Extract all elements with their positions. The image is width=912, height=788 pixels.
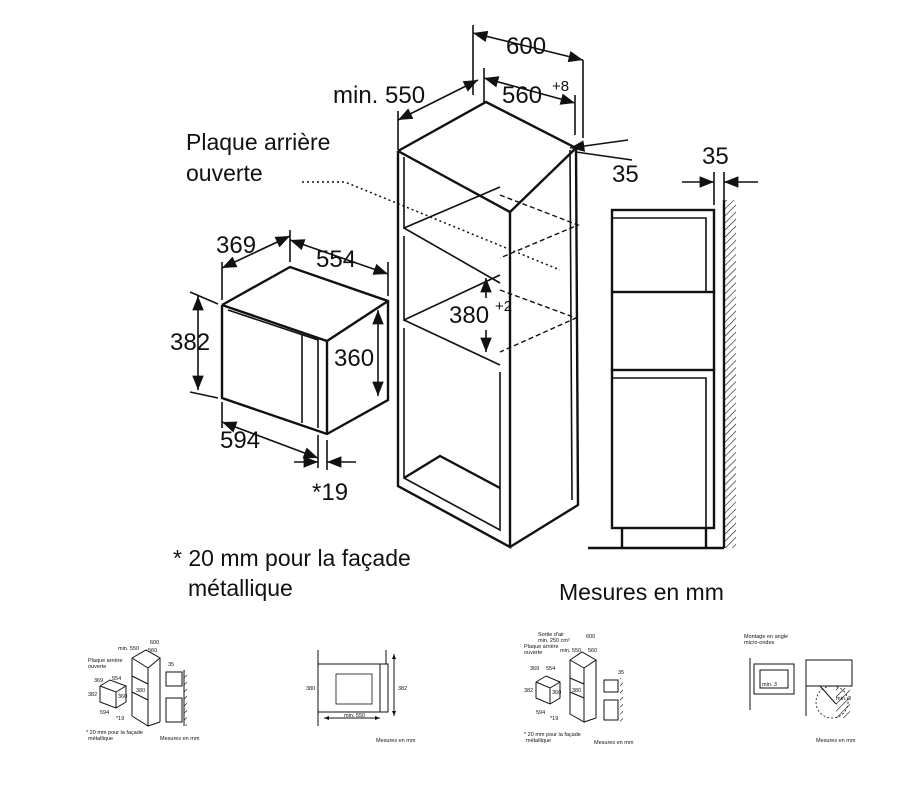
thumb3-600: 600 (586, 634, 595, 640)
thumb4-microondes: micro-ondes (744, 640, 775, 646)
cabinet-side-inner (569, 149, 573, 501)
side-upper-cabinet (610, 208, 716, 294)
dim-560-label: 560 (502, 82, 542, 109)
dim-19: *19 (294, 440, 356, 506)
thumbnail-2: 380 382 min. 550 Mesures en mm (306, 650, 416, 744)
thumb4-min3b: min. 3 (836, 696, 851, 702)
plaque-label-line1: Plaque arrière (186, 129, 330, 155)
thumb1-382: 382 (88, 692, 97, 698)
footnote-line2: métallique (188, 575, 293, 601)
dim-360: 360 (334, 310, 384, 396)
thumb1-380: 380 (136, 688, 145, 694)
thumb3-360: 360 (552, 690, 561, 696)
dim-35-top: 35 (682, 143, 758, 205)
thumb3-plaque: Plaque arrière (524, 644, 559, 650)
thumb3-594: 594 (536, 710, 545, 716)
thumb1-footnote2: métallique (88, 736, 113, 742)
units-label: Mesures en mm (559, 579, 724, 605)
thumb3-560: 560 (588, 648, 597, 654)
dim-382: 382 (170, 291, 219, 399)
dim-594-label: 594 (220, 427, 260, 454)
thumb1-554: 554 (112, 676, 121, 682)
hidden-shelf-2 (499, 289, 578, 353)
side-lower-inner (612, 377, 707, 528)
side-upper-inner (612, 217, 707, 292)
dim-554: 554 (289, 239, 389, 296)
thumb3-sortie: Sortie d'air (538, 632, 564, 638)
thumb3-554: 554 (546, 666, 555, 672)
thumb3-369: 369 (530, 666, 539, 672)
microwave-door (227, 309, 319, 428)
thumb1-ouverte: ouverte (88, 664, 106, 670)
thumb1-19: *19 (116, 716, 124, 722)
cabinet-side (509, 147, 580, 549)
thumb4-units: Mesures en mm (816, 738, 856, 744)
thumbnail-3: Sortie d'air min. 250 cm² 600 Plaque arr… (524, 632, 634, 746)
dim-19-label: *19 (312, 479, 348, 506)
dim-380-label: 380 (449, 302, 489, 329)
thumb2-382: 382 (398, 686, 407, 692)
shelf-2-front (403, 319, 501, 366)
dim-382-label: 382 (170, 329, 210, 356)
thumb3-footnote1: * 20 mm pour la façade (524, 732, 581, 738)
cabinet-front (396, 149, 512, 550)
side-lower-cabinet (610, 368, 716, 530)
hidden-shelf-1 (499, 194, 580, 259)
dim-560-sup: +8 (552, 78, 569, 95)
thumb1-360: 360 (118, 694, 127, 700)
dim-380: 380 +2 (449, 278, 512, 352)
dim-35-top-label: 35 (702, 143, 729, 170)
thumb3-min550: min. 550 (560, 648, 581, 654)
cabinet-plinth (403, 454, 501, 490)
cabinet-lower-opening (403, 328, 501, 532)
dim-35-side-label: 35 (612, 161, 639, 188)
dim-600-label: 600 (506, 33, 546, 60)
tall-cabinet (396, 100, 580, 550)
dim-min550-label: min. 550 (333, 82, 425, 109)
thumb3-19: *19 (550, 716, 558, 722)
wall-hatch (724, 200, 736, 548)
thumb2-380: 380 (306, 686, 315, 692)
thumb1-min550: min. 550 (118, 646, 139, 652)
footnote-line1: * 20 mm pour la façade (173, 545, 411, 571)
side-view (588, 200, 736, 550)
thumb1-units: Mesures en mm (160, 736, 200, 742)
dim-min550: min. 550 (333, 79, 479, 150)
thumb2-units: Mesures en mm (376, 738, 416, 744)
thumb4-min3a: min. 3 (762, 682, 777, 688)
dim-360-label: 360 (334, 345, 374, 372)
dim-369: 369 (216, 230, 291, 300)
thumb1-560: 560 (148, 648, 157, 654)
thumb1-35: 35 (168, 662, 174, 668)
cabinet-top (397, 100, 579, 213)
thumb3-382: 382 (524, 688, 533, 694)
thumb3-380: 380 (572, 688, 581, 694)
thumb1-600: 600 (150, 640, 159, 646)
thumb1-footnote1: * 20 mm pour la façade (86, 730, 143, 736)
plaque-label-line2: ouverte (186, 160, 263, 186)
thumb3-units: Mesures en mm (594, 740, 634, 746)
thumb1-594: 594 (100, 710, 109, 716)
thumb4-montage: Montage en angle (744, 634, 788, 640)
thumb3-250: min. 250 cm² (538, 638, 570, 644)
thumbnail-1: 600 min. 550 560 Plaque arrière ouverte … (86, 640, 200, 742)
dim-560: 560 +8 (483, 68, 576, 135)
dim-554-label: 554 (316, 246, 356, 273)
cabinet-upper-opening (403, 157, 501, 230)
thumb1-369: 369 (94, 678, 103, 684)
dim-594: 594 (220, 402, 319, 468)
thumbnail-4: Montage en angle micro-ondes min. 3 min.… (744, 634, 856, 744)
shelf-1-front (403, 227, 501, 284)
thumb1-plaque: Plaque arrière (88, 658, 123, 664)
thumb2-min550: min. 550 (344, 713, 365, 719)
dim-380-sup: +2 (495, 298, 512, 315)
microwave-box (220, 265, 390, 436)
thumb3-35: 35 (618, 670, 624, 676)
thumb3-ouverte: ouverte (524, 650, 542, 656)
dim-369-label: 369 (216, 232, 256, 259)
dim-35-side: 35 (569, 139, 639, 188)
thumb3-footnote2: métallique (526, 738, 551, 744)
